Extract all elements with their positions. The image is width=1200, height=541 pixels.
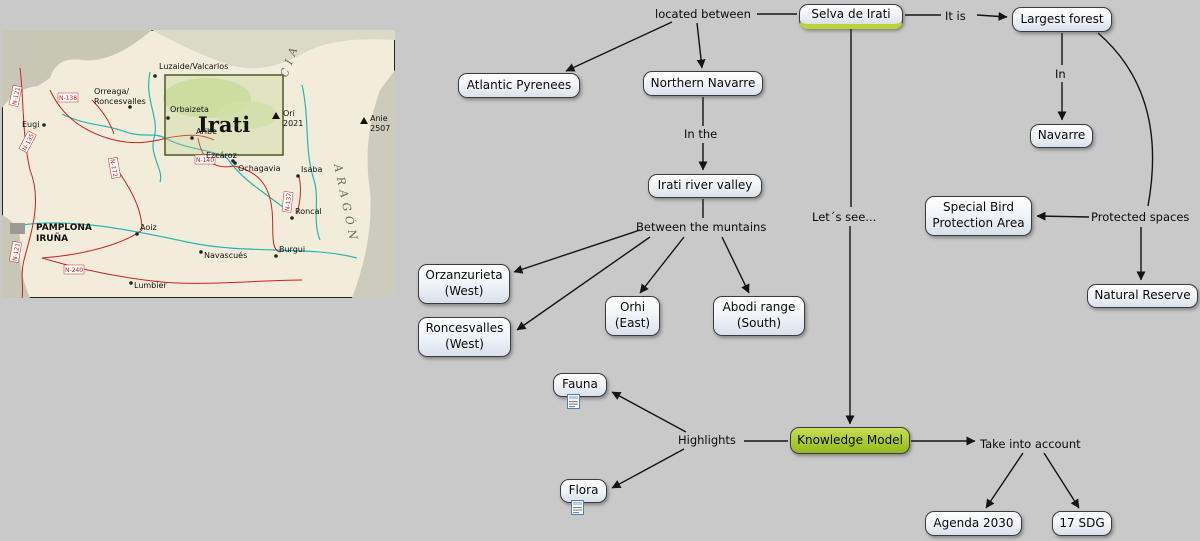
map-towns: Luzaide/Valcarlos Orreaga/ Roncesvalles … — [22, 62, 323, 290]
town-label: Eugi — [22, 120, 39, 129]
road-label: N-240 — [65, 267, 83, 274]
link-label-in[interactable]: In — [1055, 67, 1066, 81]
link-label-protected-spaces[interactable]: Protected spaces — [1091, 210, 1190, 224]
edge-largest-forest-to-protected-spaces — [1097, 32, 1154, 207]
node-fauna[interactable]: Fauna — [553, 373, 607, 397]
node-abodi-range-south[interactable]: Abodi range (South) — [713, 296, 805, 336]
edge-highlights-to-flora — [611, 448, 685, 489]
node-largest-forest[interactable]: Largest forest — [1012, 7, 1112, 32]
node-17-sdg[interactable]: 17 SDG — [1052, 511, 1112, 536]
map-rivers — [21, 71, 358, 259]
town-label: Roncesvalles — [94, 97, 146, 106]
road-label: N-121 — [12, 242, 22, 261]
edge-between-to-orhi — [639, 236, 685, 294]
city-label: PAMPLONA — [36, 223, 92, 233]
peak-name: Anie — [370, 114, 388, 123]
irati-map-image[interactable]: Irati N-121 N-138 N-135 N-172 N-140 N-13… — [2, 30, 395, 299]
town-label: Ochagavia — [238, 164, 281, 173]
edge-take-to-17-sdg — [1043, 452, 1080, 509]
fauna-resource-icon[interactable] — [567, 394, 580, 409]
road-label: N-140 — [196, 157, 214, 164]
town-label: Aribe — [196, 127, 217, 136]
edge-between-to-orzanzurieta — [513, 229, 641, 274]
node-selva-de-irati[interactable]: Selva de Irati — [799, 4, 903, 29]
town-label: Lumbier — [134, 281, 167, 290]
node-agenda-2030[interactable]: Agenda 2030 — [925, 511, 1022, 536]
edge-located-between-to-atlantic — [565, 21, 673, 72]
link-label-highlights[interactable]: Highlights — [678, 433, 736, 447]
town-label: Isaba — [301, 165, 323, 174]
node-navarre[interactable]: Navarre — [1030, 124, 1093, 148]
node-flora[interactable]: Flora — [560, 479, 607, 503]
node-irati-river-valley[interactable]: Irati river valley — [648, 174, 762, 198]
road-label: N-138 — [59, 95, 77, 102]
edge-between-to-abodi — [721, 236, 750, 294]
town-label: Aoiz — [140, 223, 157, 232]
node-northern-navarre[interactable]: Northern Navarre — [643, 71, 763, 96]
link-label-between-the-muntains[interactable]: Between the muntains — [636, 220, 767, 234]
link-label-it-is[interactable]: It is — [945, 9, 966, 23]
node-special-bird-protection-area[interactable]: Special Bird Protection Area — [925, 196, 1032, 236]
town-label: Navascués — [204, 250, 247, 260]
edge-protected-spaces-to-special-bird — [1036, 211, 1090, 221]
town-label: Orreaga/ — [94, 87, 129, 96]
node-atlantic-pyrenees[interactable]: Atlantic Pyrenees — [458, 73, 580, 98]
edge-it-is-to-largest-forest — [976, 11, 1008, 21]
town-label: Luzaide/Valcarlos — [159, 62, 228, 71]
node-knowledge-model[interactable]: Knowledge Model — [790, 427, 910, 454]
link-label-lets-see[interactable]: Let´s see... — [812, 210, 877, 224]
town-label: Roncal — [295, 207, 322, 216]
road-label: N-137 — [284, 193, 293, 212]
peak-elevation: 2507 — [370, 124, 390, 133]
node-orhi-east[interactable]: Orhi (East) — [605, 296, 660, 336]
map-city-pamplona: PAMPLONA IRUÑA — [10, 223, 92, 244]
flora-resource-icon[interactable] — [571, 500, 584, 515]
town-label: Orbaizeta — [170, 105, 209, 114]
edge-located-between-to-northern-navarre — [696, 22, 706, 69]
road-label: N-121 — [11, 86, 22, 105]
node-roncesvalles-west[interactable]: Roncesvalles (West) — [418, 317, 511, 357]
node-natural-reserve[interactable]: Natural Reserve — [1087, 284, 1198, 308]
link-label-in-the[interactable]: In the — [684, 127, 718, 141]
peak-elevation: 2021 — [283, 119, 303, 128]
node-orzanzurieta-west[interactable]: Orzanzurieta (West) — [418, 264, 510, 304]
link-label-take-into-account[interactable]: Take into account — [980, 437, 1081, 451]
edge-take-to-agenda-2030 — [985, 452, 1024, 509]
town-label: Ezcároz — [206, 151, 237, 160]
irati-highlight-box — [164, 74, 284, 156]
town-label: Burgui — [279, 245, 305, 254]
road-label: N-172 — [108, 159, 118, 178]
irati-area-label: Irati — [198, 112, 250, 137]
link-label-located-between[interactable]: located between — [655, 7, 751, 21]
map-peaks: Ori 2021 Anie 2507 — [272, 109, 390, 133]
city-label: IRUÑA — [36, 233, 68, 244]
peak-name: Ori — [283, 109, 295, 118]
edge-highlights-to-fauna — [611, 391, 687, 433]
